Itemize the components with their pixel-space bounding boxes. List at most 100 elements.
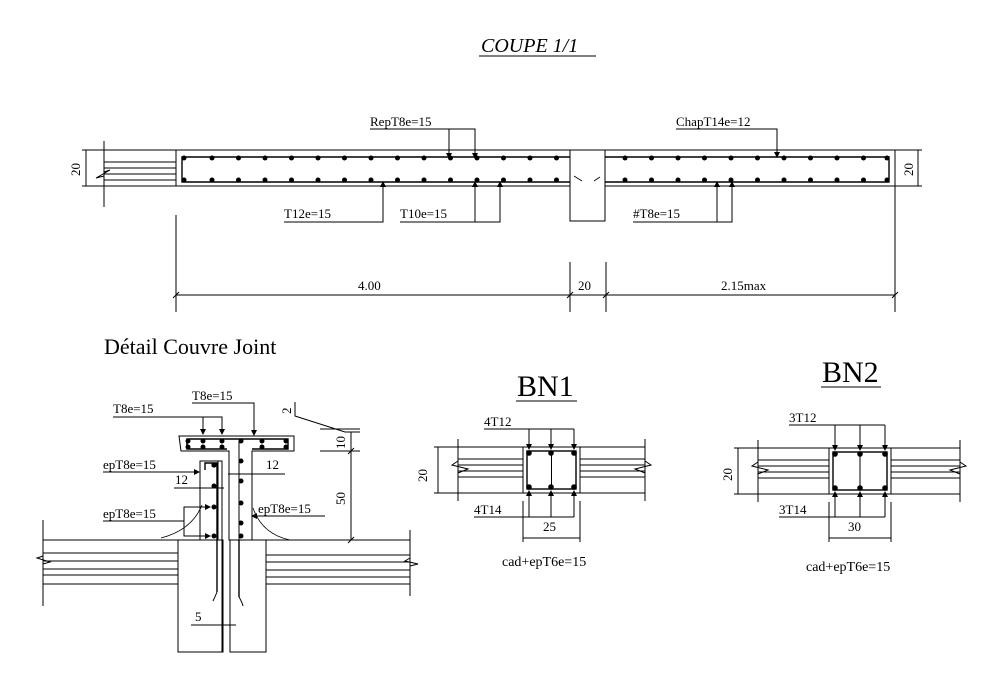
rebar-dot (755, 177, 760, 183)
rebar-dot (219, 438, 225, 444)
rebar-dot (832, 451, 838, 457)
rebar-dot (283, 444, 289, 450)
rebar-dot (236, 177, 241, 183)
rebar-dot (283, 438, 289, 444)
rebar-dot (368, 177, 374, 183)
joint-beam (569, 149, 606, 222)
rebar-dot (238, 500, 244, 506)
rebar-dot (211, 483, 217, 489)
dim-12-right: 12 (266, 457, 279, 472)
detail-beam-right (229, 539, 267, 653)
rebar-dot (834, 155, 840, 161)
rebar-dots-left-top (181, 155, 559, 161)
bn2-title: BN2 (822, 356, 879, 389)
rebar-dot (728, 177, 734, 183)
rebar-dot (675, 155, 681, 161)
detail-beam-left (177, 539, 224, 653)
rebar-dot (448, 155, 453, 161)
rebar-dot (474, 155, 480, 161)
rebar-dot (209, 155, 215, 161)
coupe-section: COUPE 1/1 20 (68, 35, 922, 312)
rebar-dot (200, 444, 206, 450)
rebar-dot (342, 177, 347, 183)
dim-thickness-left-label: 20 (68, 163, 83, 176)
rebar-dot (200, 438, 206, 444)
rebar-dot (526, 450, 532, 456)
rebar-dot (315, 177, 321, 183)
rebar-dot (884, 155, 890, 161)
rebar-dot (649, 155, 654, 161)
dim-2: 2 (279, 408, 294, 415)
rebar-dot (702, 177, 707, 183)
bn2-height: 20 (720, 468, 735, 481)
rebar-dot (755, 155, 760, 161)
dim-12-left: 12 (175, 472, 188, 487)
rebar-dot (781, 177, 787, 183)
rebar-dot (474, 177, 480, 183)
label-rep: RepT8e=15 (370, 114, 431, 129)
rebar-dot (181, 177, 187, 183)
rebar-dot (808, 177, 813, 183)
rebar-dot (702, 155, 707, 161)
label-ep-lower: epT8e=15 (103, 506, 156, 521)
rebar-dot (501, 177, 506, 183)
rebar-dot (649, 177, 654, 183)
dim-50: 50 (333, 492, 348, 505)
rebar-dot (259, 438, 265, 444)
rebar-dots-right-bottom (622, 177, 890, 183)
left-slab-break (95, 141, 176, 207)
rebar-dot (421, 177, 427, 183)
stub-rebar-dots (211, 462, 217, 539)
rebar-dot (289, 177, 294, 183)
bn1-top-bars: 4T12 (484, 414, 511, 429)
rebar-dot (421, 155, 427, 161)
rebar-dot (675, 177, 681, 183)
dim-10: 10 (333, 436, 348, 449)
break-line (750, 461, 770, 475)
label-ep-right: epT8e=15 (258, 501, 311, 516)
coupe-title: COUPE 1/1 (481, 35, 578, 57)
bn2-drawing (734, 424, 968, 542)
bn1-bottom-bars: 4T14 (474, 502, 502, 517)
slab-right (604, 149, 896, 187)
rebar-dot (185, 438, 191, 444)
bn1-title: BN1 (517, 370, 574, 403)
rebar-dot (527, 155, 533, 161)
rebar-left (181, 156, 570, 183)
label-t8: #T8e=15 (633, 206, 680, 221)
bn2-top-bars: 3T12 (789, 410, 816, 425)
rebar-dot (342, 155, 347, 161)
rebar-dot (808, 155, 813, 161)
rebar-right (605, 156, 890, 183)
bn2-width: 30 (848, 519, 861, 534)
rebar-dot (238, 520, 244, 526)
rebar-dot (219, 444, 225, 450)
rebar-dot (238, 458, 244, 464)
detail-left-slab (35, 520, 178, 606)
span-dimensions (172, 186, 899, 312)
label-t10: T10e=15 (400, 206, 447, 221)
rebar-dot (861, 177, 866, 183)
break-line (948, 461, 968, 475)
rebar-dot (884, 177, 890, 183)
break-line (450, 460, 470, 474)
rebar-dot (834, 177, 840, 183)
dim-joint: 20 (578, 278, 591, 293)
rebar-dot (236, 155, 241, 161)
rebar-dot (861, 155, 866, 161)
rebar-dot (622, 177, 628, 183)
rebar-dot (882, 451, 888, 457)
label-t8-left: T8e=15 (113, 401, 154, 416)
rebar-dot (259, 444, 265, 450)
label-t12: T12e=15 (284, 206, 331, 221)
detail-couvre-joint: Détail Couvre Joint (35, 334, 419, 653)
rebar-dot (857, 451, 863, 457)
rebar-dot (728, 155, 734, 161)
rebar-dot (181, 155, 187, 161)
rebar-dots-right-top (622, 155, 890, 161)
bn2-bottom-bars: 3T14 (779, 502, 807, 517)
rebar-dot (548, 450, 554, 456)
bn1-stirrups: cad+epT6e=15 (502, 555, 586, 570)
rebar-dot (262, 177, 268, 183)
rebar-dot (211, 533, 217, 539)
